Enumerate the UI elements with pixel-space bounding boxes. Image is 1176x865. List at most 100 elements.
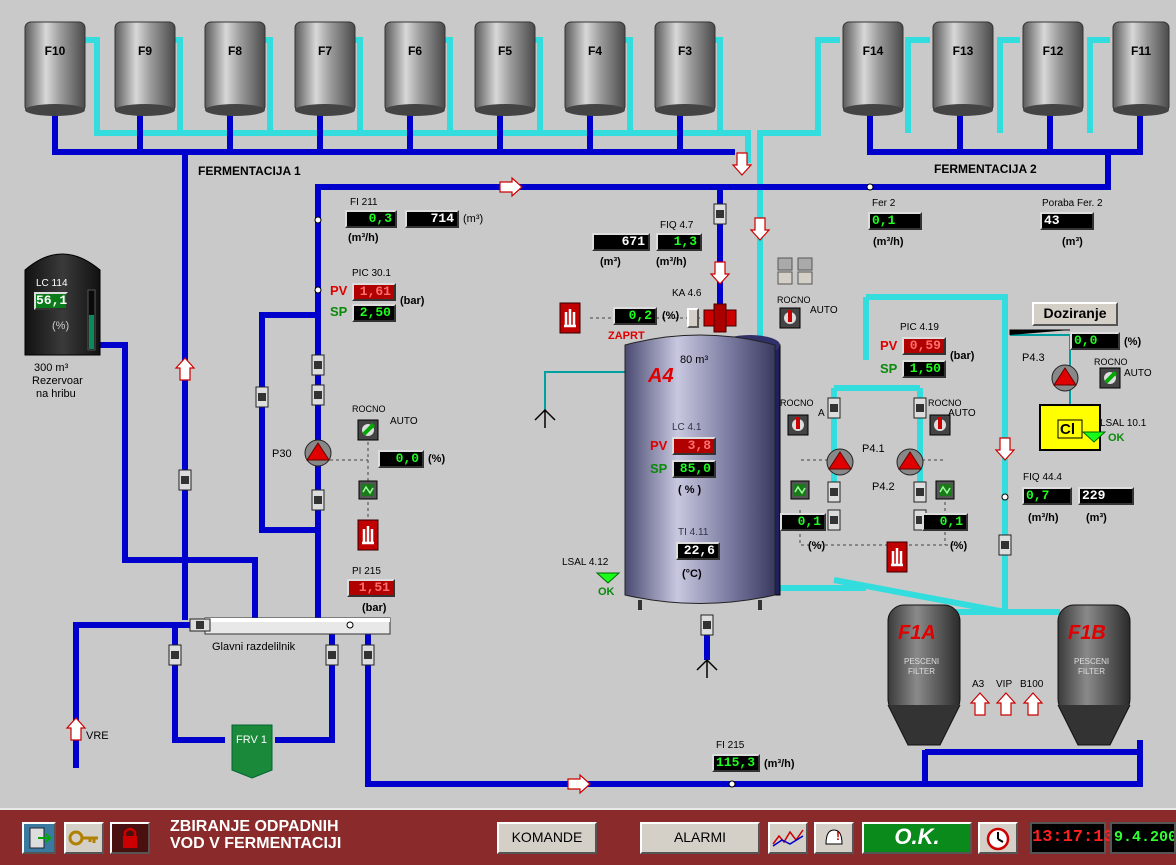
fi211-total[interactable]: 714 (405, 210, 459, 228)
ka46-mode-button[interactable] (687, 308, 699, 328)
a4-temp-unit: (°C) (682, 568, 702, 580)
komande-button[interactable]: KOMANDE (497, 822, 597, 854)
pi215-value[interactable]: 1,51 (347, 579, 395, 597)
reservoir-unit: (%) (52, 320, 70, 332)
sand-filters (887, 604, 1131, 746)
p30-selector (357, 419, 379, 441)
filter-input-label: VIP (996, 679, 1013, 690)
filter-input-label: A3 (972, 679, 985, 690)
a4-temperature[interactable]: 22,6 (676, 542, 720, 560)
screen-title: ZBIRANJE ODPADNIH VOD V FERMENTACIJI (170, 818, 341, 852)
filter-f1b-line1: PESCENI (1074, 657, 1110, 666)
fiq444-flow[interactable]: 0,7 (1022, 487, 1072, 505)
fi215b-value[interactable]: 115,3 (712, 754, 760, 772)
pic301-sp[interactable]: 2,50 (352, 304, 396, 322)
tank-label[interactable]: F6 (407, 44, 422, 58)
svg-text:!: ! (836, 829, 840, 843)
a4-level-pv[interactable]: 3,8 (672, 437, 716, 455)
filter-f1a-tag[interactable]: F1A (898, 622, 936, 644)
a4-level-unit: ( % ) (678, 484, 702, 496)
a4-level-sp[interactable]: 85,0 (672, 460, 716, 478)
fiq47-flow-unit: (m³/h) (656, 256, 687, 268)
p41-pump (826, 448, 854, 476)
p43-auto: AUTO (1124, 368, 1152, 379)
p30-rocno: ROCNO (352, 404, 386, 414)
a4-volume: 80 m³ (680, 354, 709, 366)
clock-time: 13:17:13 (1030, 822, 1114, 854)
frv1-shape (231, 724, 273, 779)
pic419-tag: PIC 4.19 (900, 322, 939, 333)
pic301-sp-label: SP (330, 304, 348, 319)
pic419-sp[interactable]: 1,50 (902, 360, 946, 378)
fiq444-total[interactable]: 229 (1078, 487, 1134, 505)
poraba-value[interactable]: 43 (1040, 212, 1094, 230)
pic419-pv[interactable]: 0,59 (902, 337, 946, 355)
reservoir-caption: 300 m³ (34, 362, 69, 374)
key-icon[interactable] (64, 822, 104, 854)
ka46-state: ZAPRT (608, 330, 645, 342)
fer2-value[interactable]: 0,1 (868, 212, 922, 230)
a4-pv-label: PV (650, 438, 668, 453)
p42-output[interactable]: 0,1 (922, 513, 968, 531)
tank-label[interactable]: F9 (137, 44, 152, 58)
p30-pump (304, 439, 332, 467)
fiq444-tag: FIQ 44.4 (1023, 472, 1062, 483)
section-fermentacija2: FERMENTACIJA 2 (934, 162, 1037, 176)
pi215-unit: (bar) (362, 602, 387, 614)
fiq47-flow[interactable]: 1,3 (656, 233, 702, 251)
tank-label[interactable]: F4 (587, 44, 602, 58)
fi211-flow[interactable]: 0,3 (345, 210, 397, 228)
tank-label[interactable]: F12 (1042, 44, 1064, 58)
a4-ti-tag: TI 4.11 (678, 527, 709, 538)
filter-f1a-line1: PESCENI (904, 657, 940, 666)
alarm-bell-icon[interactable]: ! (814, 822, 854, 854)
pic419-pv-label: PV (880, 338, 898, 353)
a4-tag[interactable]: A4 (648, 365, 674, 387)
p41-output[interactable]: 0,1 (780, 513, 826, 531)
filter-f1b-tag[interactable]: F1B (1068, 622, 1106, 644)
p43-rocno: ROCNO (1094, 357, 1128, 367)
tank-label[interactable]: F8 (227, 44, 242, 58)
lock-icon[interactable] (110, 822, 150, 854)
fiq47-tag: FIQ 4.7 (660, 220, 694, 231)
fiq444-total-unit: (m³) (1086, 512, 1107, 524)
p30-unit: (%) (428, 453, 446, 465)
ka46-value[interactable]: 0,2 (613, 307, 657, 325)
fi211-total-unit: (m³) (463, 213, 484, 225)
tank-row-left (24, 21, 716, 116)
tank-label[interactable]: F11 (1130, 44, 1151, 58)
tank-label[interactable]: F3 (677, 44, 692, 58)
tank-label[interactable]: F10 (44, 44, 66, 58)
fi215b-unit: (m³/h) (764, 758, 795, 770)
trend-icon[interactable] (768, 822, 808, 854)
cl-tank-label[interactable]: Cl (1060, 421, 1075, 438)
alarmi-button[interactable]: ALARMI (640, 822, 760, 854)
doziranje-value[interactable]: 0,0 (1070, 332, 1120, 350)
p41-rocno: ROCNO (780, 398, 814, 408)
exit-icon[interactable] (22, 822, 56, 854)
p42-auto: AUTO (948, 408, 976, 419)
fiq47-total-unit: (m³) (600, 256, 621, 268)
reservoir-caption: na hribu (36, 388, 76, 400)
tank-label[interactable]: F13 (952, 44, 974, 58)
p42-unit: (%) (950, 540, 968, 552)
a4-sp-label: SP (650, 461, 668, 476)
doziranje-button[interactable]: Doziranje (1032, 302, 1118, 326)
poraba-tag: Poraba Fer. 2 (1042, 198, 1103, 209)
reservoir-level[interactable]: 56,1 (34, 292, 68, 310)
p42-controller (935, 480, 955, 500)
poraba-unit: (m³) (1062, 236, 1083, 248)
fiq47-total[interactable]: 671 (592, 233, 650, 251)
stopwatch-icon[interactable] (978, 822, 1018, 854)
frv1-label[interactable]: FRV 1 (236, 734, 267, 746)
pic301-pv[interactable]: 1,61 (352, 283, 396, 301)
p30-output[interactable]: 0,0 (378, 450, 424, 468)
p41-tag: P4.1 (862, 443, 885, 455)
p42-rocno: ROCNO (928, 398, 962, 408)
tank-label[interactable]: F7 (317, 44, 332, 58)
filter-input-label: B100 (1020, 679, 1044, 690)
filter-f1a-line2: FILTER (908, 667, 935, 676)
tank-label[interactable]: F14 (862, 44, 884, 58)
tank-label[interactable]: F5 (497, 44, 512, 58)
p30-controller (358, 480, 378, 500)
